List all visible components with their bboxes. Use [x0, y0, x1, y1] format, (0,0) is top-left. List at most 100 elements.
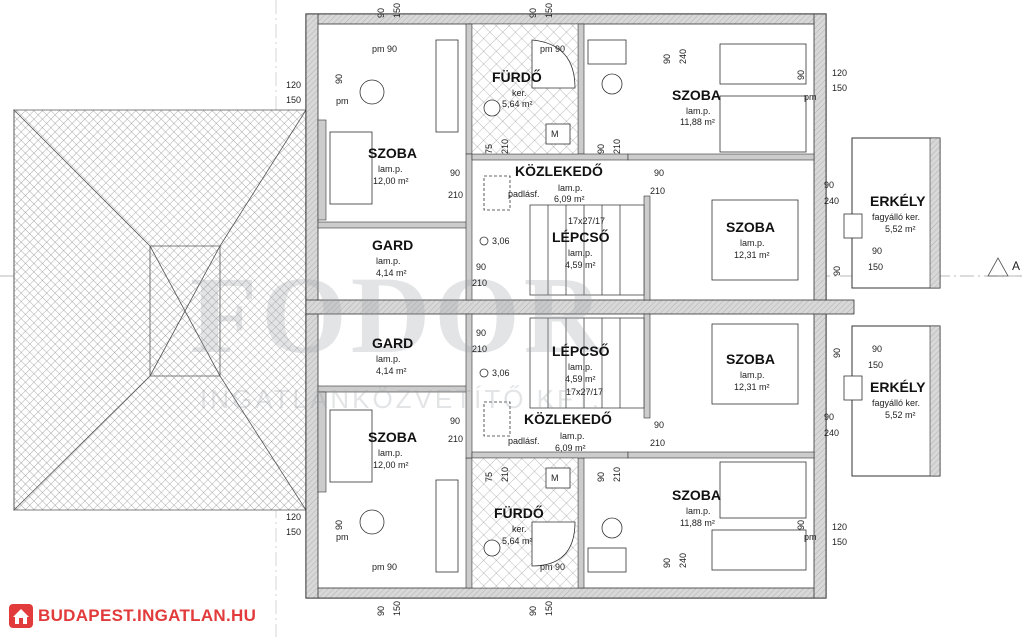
dim-240: 240 [824, 196, 839, 206]
m-label: M [551, 473, 559, 483]
axis-marker-label: A [1012, 259, 1020, 273]
room-area: 5,64 m² [502, 99, 533, 109]
dim-150-vertical: 150 [544, 3, 554, 18]
dim-150-vertical: 150 [392, 601, 402, 616]
room-floor: lam.p. [686, 106, 711, 116]
dim-90-vertical: 90 [376, 8, 386, 18]
dim-210-vertical: 210 [612, 139, 622, 154]
dim-90-vertical: 90 [376, 606, 386, 616]
dim-210: 210 [650, 438, 665, 448]
dim-90-vertical: 90 [334, 74, 344, 84]
room-area: 4,14 m² [376, 366, 407, 376]
room-area: 4,59 m² [565, 260, 596, 270]
house-icon [9, 604, 33, 628]
room-name: ERKÉLY [870, 193, 926, 209]
dim-240-vertical: 240 [678, 553, 688, 568]
dim-150-vertical: 150 [544, 601, 554, 616]
dim-90: 90 [450, 416, 460, 426]
room-name: LÉPCSŐ [552, 342, 610, 359]
room-name: GARD [372, 237, 413, 253]
room-area: 12,00 m² [373, 176, 409, 186]
room-name: SZOBA [726, 351, 775, 367]
dim-120: 120 [286, 512, 301, 522]
room-floor: ker. [512, 88, 527, 98]
room-area: 11,88 m² [680, 518, 715, 528]
watermark-logo: FODOR [190, 254, 607, 376]
room-area: 6,09 m² [554, 194, 585, 204]
room-floor: lam.p. [740, 370, 765, 380]
watermark-subtitle: INGATLANKÖZVETÍTŐ KFT. [200, 384, 602, 414]
room-floor: ker. [512, 524, 527, 534]
dim-pm: pm [804, 92, 817, 102]
room-floor: lam.p. [376, 256, 401, 266]
m-label: M [551, 129, 559, 139]
room-area: 5,52 m² [885, 410, 916, 420]
room-floor: fagyálló ker. [872, 398, 920, 408]
dim-90-vertical: 90 [796, 70, 806, 80]
level-mark: 3,06 [492, 236, 510, 246]
dim-90: 90 [824, 412, 834, 422]
dim-90: 90 [654, 168, 664, 178]
dim-90-vertical: 90 [832, 266, 842, 276]
room-floor: lam.p. [378, 164, 403, 174]
rooms-bottom: GARD lam.p. 4,14 m² LÉPCSŐ lam.p. 4,59 m… [368, 335, 926, 546]
dim-240: 240 [824, 428, 839, 438]
dim-90-vertical: 90 [662, 54, 672, 64]
attic-hatch-label: padlásf. [508, 436, 540, 446]
room-name: FÜRDŐ [492, 68, 542, 85]
dim-150: 150 [832, 537, 847, 547]
stair-spec: 17x27/17 [568, 216, 605, 226]
annotations: padlásf. padlásf. 17x27/17 17x27/17 3,06… [286, 3, 883, 616]
stairs-bottom [529, 317, 645, 409]
room-name: LÉPCSŐ [552, 228, 610, 245]
room-name: SZOBA [672, 487, 721, 503]
room-name: KÖZLEKEDŐ [515, 162, 603, 179]
room-name: SZOBA [368, 429, 417, 445]
dim-90: 90 [872, 246, 882, 256]
room-floor: lam.p. [568, 248, 593, 258]
dim-pm90: pm 90 [372, 44, 397, 54]
dim-90: 90 [450, 168, 460, 178]
dim-120: 120 [832, 522, 847, 532]
axis-marker-icon [987, 257, 1009, 277]
dim-90: 90 [476, 328, 486, 338]
dim-120: 120 [286, 80, 301, 90]
dim-120: 120 [832, 68, 847, 78]
dim-150: 150 [868, 360, 883, 370]
dim-150: 150 [868, 262, 883, 272]
room-area: 12,31 m² [734, 250, 770, 260]
dim-90-vertical: 90 [662, 558, 672, 568]
dim-210: 210 [448, 434, 463, 444]
room-name: GARD [372, 335, 413, 351]
room-name: SZOBA [672, 87, 721, 103]
dim-pm: pm [804, 532, 817, 542]
site-logo-text: BUDAPEST.INGATLAN.HU [38, 606, 257, 625]
dim-90-vertical: 90 [596, 472, 606, 482]
room-area: 5,64 m² [502, 536, 533, 546]
stairs-top [529, 204, 645, 296]
furniture [329, 39, 807, 573]
rooms-top: FÜRDŐ ker. 5,64 m² SZOBA lam.p. 11,88 m²… [368, 68, 926, 278]
dim-210: 210 [448, 190, 463, 200]
dim-210: 210 [472, 278, 487, 288]
room-name: KÖZLEKEDŐ [524, 410, 612, 427]
dim-pm: pm [336, 532, 349, 542]
room-floor: lam.p. [568, 362, 593, 372]
stair-spec: 17x27/17 [566, 387, 603, 397]
dim-75-vertical: 75 [484, 472, 494, 482]
dim-210: 210 [472, 344, 487, 354]
room-floor: lam.p. [740, 238, 765, 248]
room-floor: lam.p. [376, 354, 401, 364]
room-area: 12,00 m² [373, 460, 409, 470]
dim-75-vertical: 75 [484, 144, 494, 154]
dim-90: 90 [824, 180, 834, 190]
site-logo[interactable]: BUDAPEST.INGATLAN.HU [4, 601, 261, 631]
dim-210-vertical: 210 [612, 467, 622, 482]
dim-pm: pm [336, 96, 349, 106]
dim-90-vertical: 90 [832, 348, 842, 358]
room-floor: fagyálló ker. [872, 212, 920, 222]
room-floor: lam.p. [378, 448, 403, 458]
room-floor: lam.p. [686, 506, 711, 516]
balconies [843, 137, 941, 477]
